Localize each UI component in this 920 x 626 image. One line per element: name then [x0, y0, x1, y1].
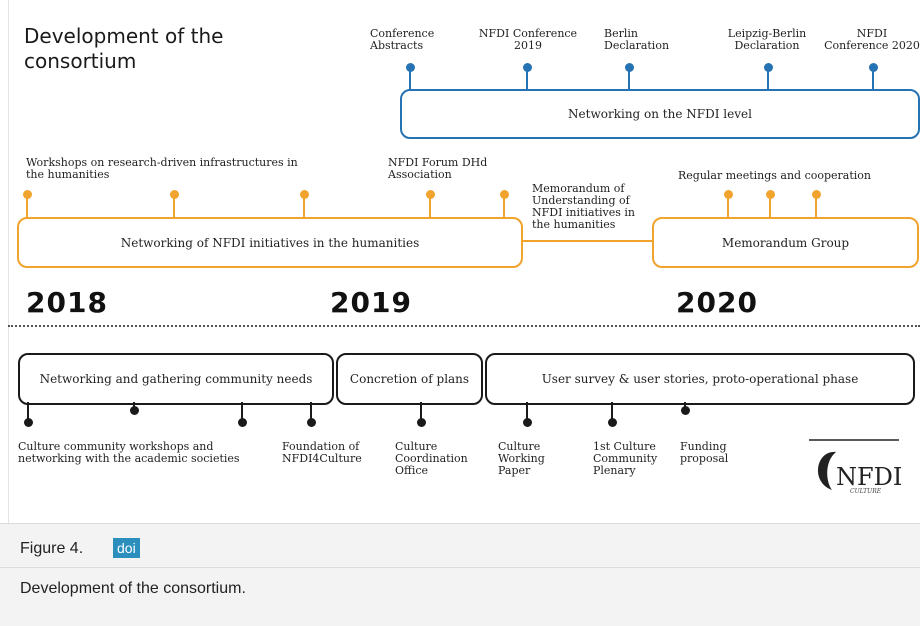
timeline-stem: [628, 68, 630, 90]
timeline-stem: [303, 195, 305, 219]
timeline-dot: [625, 63, 634, 72]
timeline-stem: [769, 195, 771, 219]
timeline-dot: [170, 190, 179, 199]
timeline-stem: [526, 68, 528, 90]
phase-concretion-box: Concretion of plans: [336, 353, 483, 405]
timeline-stem: [727, 195, 729, 219]
timeline-stem: [815, 195, 817, 219]
timeline-stem: [429, 195, 431, 219]
figure-label: Figure 4.: [20, 540, 84, 557]
figure-caption-panel: [0, 523, 920, 626]
timeline-dot: [23, 190, 32, 199]
timeline-stem: [241, 402, 243, 422]
memorandum-group-events-label: Regular meetings and cooperation: [678, 169, 872, 182]
timeline-dot: [406, 63, 415, 72]
doi-badge[interactable]: doi: [113, 538, 140, 558]
milestone-funding-proposal: Funding proposal: [680, 440, 729, 465]
timeline-stem: [872, 68, 874, 90]
timeline-stem: [409, 68, 411, 90]
event-nfdi-conference-2020: NFDI Conference 2020: [824, 27, 920, 52]
logo-text: NFDI: [836, 463, 901, 491]
workshops-label: Workshops on research-driven infrastruct…: [26, 156, 298, 181]
timeline-stem: [173, 195, 175, 219]
timeline-stem: [420, 402, 422, 422]
event-nfdi-conference-2019: NFDI Conference 2019: [478, 27, 578, 52]
memorandum-label: Memorandum of Understanding of NFDI init…: [532, 182, 635, 231]
logo-subtext: CULTURE: [850, 488, 882, 495]
figure-frame: [8, 0, 920, 523]
milestone-community-plenary: 1st Culture Community Plenary: [593, 440, 658, 477]
phase-networking-box: Networking and gathering community needs: [18, 353, 334, 405]
consortium-timeline-figure: Development of the consortium Conference…: [8, 0, 920, 523]
timeline-dot: [523, 63, 532, 72]
timeline-dot: [766, 190, 775, 199]
event-conference-abstracts: Conference Abstracts: [370, 27, 435, 52]
timeline-stem: [27, 402, 29, 422]
year-2018: 2018: [26, 286, 108, 319]
timeline-dot: [500, 190, 509, 199]
year-2020: 2020: [676, 286, 758, 319]
timeline-stem: [767, 68, 769, 90]
timeline-dot: [724, 190, 733, 199]
milestone-coordination-office: Culture Coordination Office: [395, 440, 468, 477]
timeline-dot: [24, 418, 33, 427]
timeline-dot: [130, 406, 139, 415]
timeline-dot: [238, 418, 247, 427]
event-berlin-declaration: Berlin Declaration: [604, 27, 670, 52]
memorandum-group-box: Memorandum Group: [652, 217, 919, 268]
nfdi-level-box: Networking on the NFDI level: [400, 89, 920, 139]
timeline-dot: [426, 190, 435, 199]
timeline-dot: [300, 190, 309, 199]
timeline-stem: [310, 402, 312, 422]
timeline-dot: [417, 418, 426, 427]
timeline-dot: [608, 418, 617, 427]
figure-caption-text: Development of the consortium.: [20, 580, 246, 597]
milestone-foundation: Foundation of NFDI4Culture: [282, 440, 362, 465]
timeline-dot: [869, 63, 878, 72]
milestone-working-paper: Culture Working Paper: [498, 440, 545, 477]
event-leipzig-berlin-declaration: Leipzig-Berlin Declaration: [727, 27, 807, 52]
timeline-dot: [307, 418, 316, 427]
year-2019: 2019: [330, 286, 412, 319]
timeline-stem: [526, 402, 528, 422]
phase-user-survey-box: User survey & user stories, proto-operat…: [485, 353, 915, 405]
humanities-box: Networking of NFDI initiatives in the hu…: [17, 217, 523, 268]
caption-divider: [0, 567, 920, 568]
timeline-stem: [503, 195, 505, 219]
timeline-dot: [681, 406, 690, 415]
connector-line: [521, 240, 654, 242]
timeline-dot: [523, 418, 532, 427]
timeline-dot: [764, 63, 773, 72]
year-divider: [8, 325, 920, 327]
forum-label: NFDI Forum DHd Association: [388, 156, 488, 181]
diagram-heading: Development of the consortium: [24, 24, 224, 73]
milestone-culture-workshops: Culture community workshops and networki…: [18, 440, 240, 465]
nfdi4culture-logo: NFDI CULTURE: [806, 438, 902, 496]
timeline-dot: [812, 190, 821, 199]
timeline-stem: [26, 195, 28, 219]
timeline-stem: [611, 402, 613, 422]
